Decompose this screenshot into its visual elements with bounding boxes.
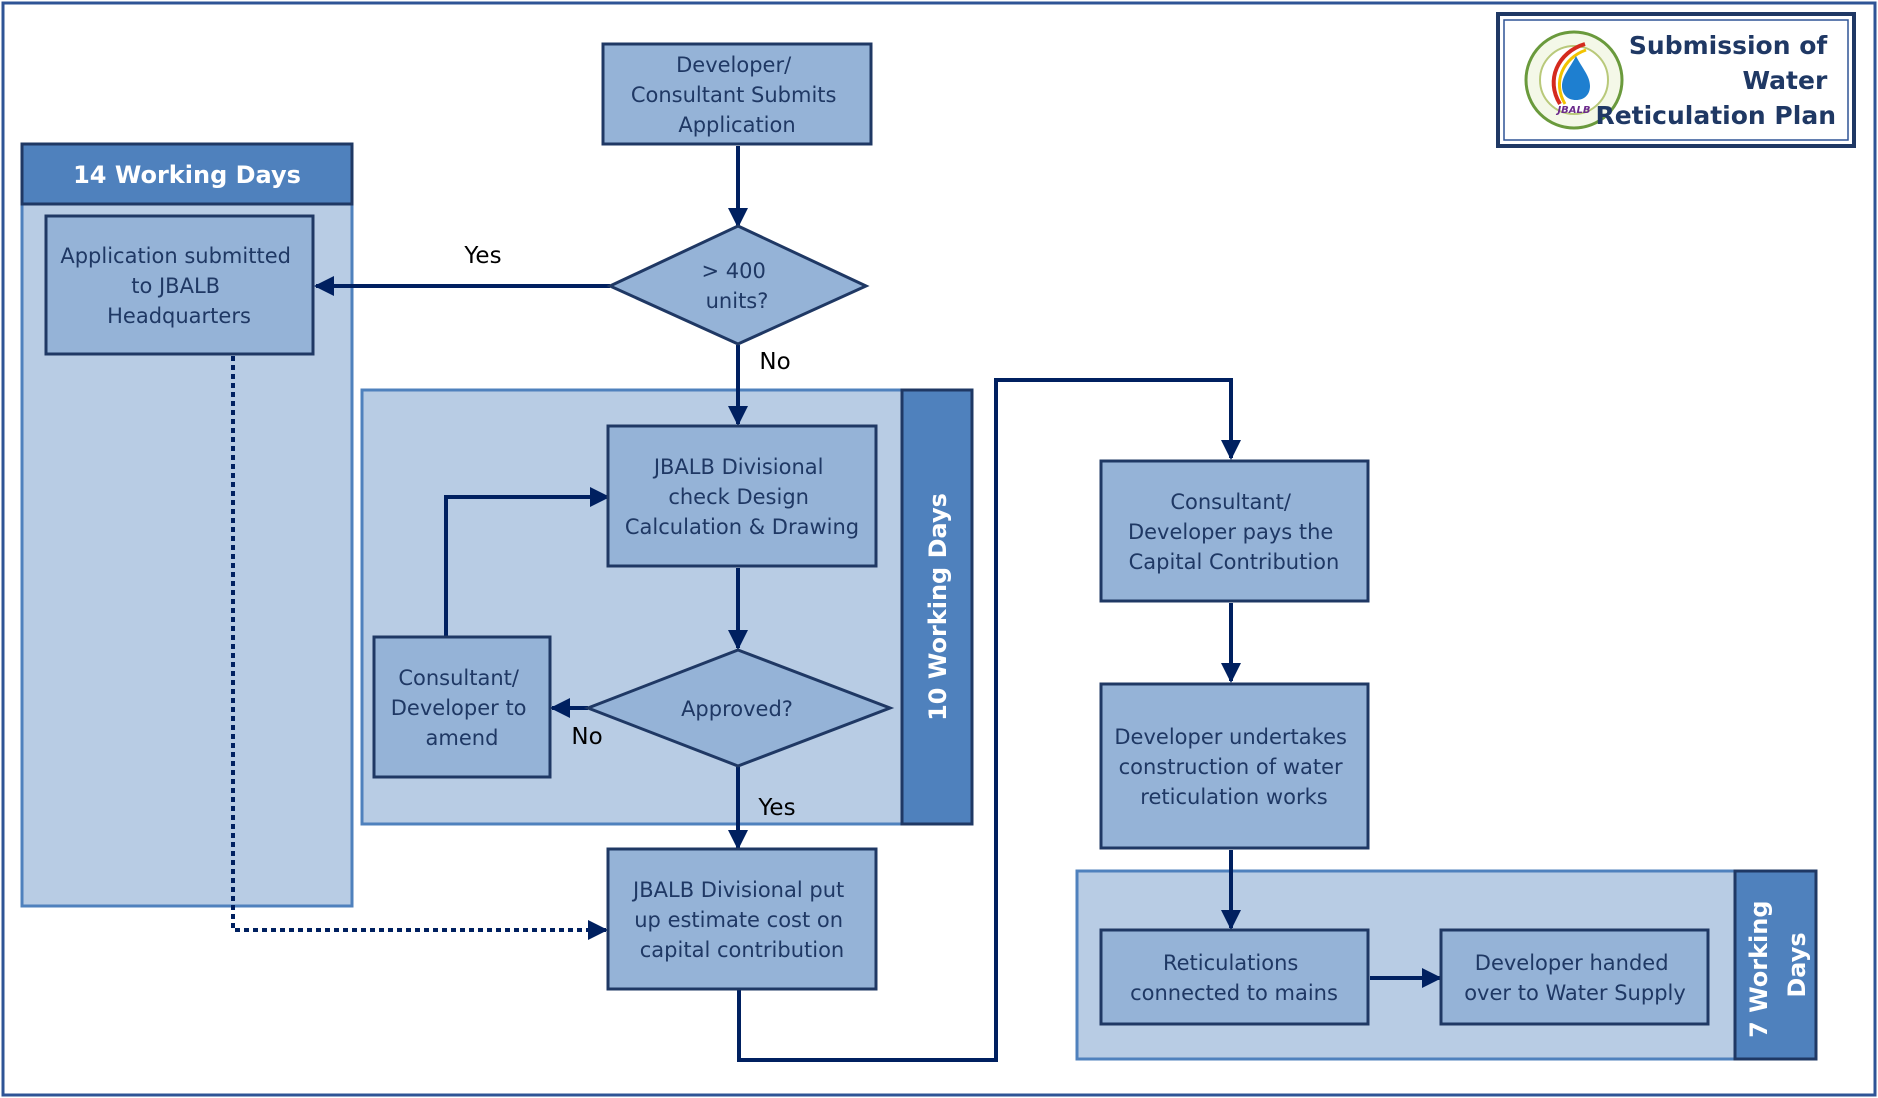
zone-divisional-band: [900, 388, 974, 826]
node-estimate-text: JBALB Divisional put up estimate cost on…: [631, 878, 851, 962]
node-connected-text: Reticulations connected to mains: [1130, 951, 1338, 1005]
node-amend-box: [372, 635, 552, 779]
node-submit-line-2: Consultant Submits: [631, 83, 837, 107]
edge-label-units-no: No: [759, 349, 790, 375]
node-hq-text: Application submitted to JBALB Headquart…: [60, 244, 297, 328]
node-design-line-2: check Design: [668, 485, 809, 509]
edge-amend-to-design: [444, 487, 610, 636]
node-design-box: [606, 424, 878, 568]
edge-label-approved-no: No: [571, 724, 602, 750]
node-design-check: JBALB Divisional check Design Calculatio…: [606, 424, 878, 568]
node-approved-diamond: [583, 648, 895, 768]
node-handover-box: [1439, 928, 1710, 1026]
node-submit-text: Developer/ Consultant Submits Applicatio…: [631, 53, 843, 137]
node-design-text: JBALB Divisional check Design Calculatio…: [625, 455, 859, 539]
page-title-line-1: Submission of: [1629, 31, 1829, 60]
node-estimate-cost: JBALB Divisional put up estimate cost on…: [606, 847, 878, 991]
node-amend-line-1: Consultant/: [398, 666, 520, 690]
jbalb-logo: JBALB: [1524, 30, 1624, 130]
logo-text: JBALB: [1555, 105, 1590, 116]
zone-final-band: [1733, 869, 1818, 1061]
node-amend: Consultant/ Developer to amend: [372, 635, 552, 779]
logo-rainbow-icon: [1551, 42, 1586, 106]
node-estimate-line-3: capital contribution: [640, 938, 844, 962]
node-submit-line-1: Developer/: [676, 53, 792, 77]
node-units-text: > 400 units?: [701, 259, 772, 313]
node-pays-text: Consultant/ Developer pays the Capital C…: [1128, 490, 1340, 574]
zone-hq-band: [20, 142, 354, 206]
node-connected-line-2: connected to mains: [1130, 981, 1338, 1005]
edge-label-units-yes: Yes: [463, 243, 501, 269]
node-pays-line-3: Capital Contribution: [1129, 550, 1340, 574]
node-construction: Developer undertakes construction of wat…: [1099, 682, 1370, 850]
node-hq-box: [44, 214, 315, 356]
node-pays-contribution: Consultant/ Developer pays the Capital C…: [1099, 459, 1370, 603]
zone-final-label: 7 Working Days: [1745, 892, 1811, 1038]
logo-rainbow-yellow-icon: [1558, 48, 1587, 105]
zone-divisional-label: 10 Working Days: [924, 493, 952, 721]
node-estimate-line-1: JBALB Divisional put: [631, 878, 844, 902]
node-handover-line-2: over to Water Supply: [1464, 981, 1686, 1005]
node-pays-line-1: Consultant/: [1170, 490, 1292, 514]
zone-hq-label: 14 Working Days: [73, 161, 301, 189]
node-connected-mains: Reticulations connected to mains: [1099, 928, 1370, 1026]
node-handover-line-1: Developer handed: [1475, 951, 1669, 975]
node-construct-line-1: Developer undertakes: [1114, 725, 1347, 749]
node-approved-decision: Approved?: [583, 648, 895, 768]
node-units-line-1: > 400: [701, 259, 765, 283]
edge-label-approved-yes: Yes: [757, 795, 795, 821]
page-title-line-3: Reticulation Plan: [1595, 101, 1836, 130]
node-design-line-1: JBALB Divisional: [652, 455, 824, 479]
node-hq-submission: Application submitted to JBALB Headquart…: [44, 214, 315, 356]
node-estimate-box: [606, 847, 878, 991]
node-approved-text: Approved?: [681, 697, 793, 721]
logo-water-drop-icon: [1562, 56, 1590, 100]
node-pays-box: [1099, 459, 1370, 603]
node-construct-line-2: construction of water: [1119, 755, 1343, 779]
node-connected-line-1: Reticulations: [1163, 951, 1298, 975]
edge-hq-to-estimate-dotted: [231, 356, 608, 940]
node-submit-box: [601, 42, 873, 146]
node-units-diamond: [606, 224, 870, 346]
connectors: [231, 146, 1442, 1062]
node-estimate-line-2: up estimate cost on: [634, 908, 843, 932]
node-construct-text: Developer undertakes construction of wat…: [1114, 725, 1353, 809]
node-amend-text: Consultant/ Developer to amend: [391, 666, 533, 750]
page-title-line-2: Water: [1742, 66, 1827, 95]
node-handover-text: Developer handed over to Water Supply: [1464, 951, 1686, 1005]
node-units-decision: > 400 units?: [606, 224, 870, 346]
zone-final-label-line-1: 7 Working: [1745, 900, 1773, 1037]
node-hq-line-3: Headquarters: [107, 304, 251, 328]
edge-estimate-to-pays: [737, 378, 1241, 1062]
node-amend-line-2: Developer to: [391, 696, 527, 720]
node-construct-box: [1099, 682, 1370, 850]
node-pays-line-2: Developer pays the: [1128, 520, 1333, 544]
node-handover: Developer handed over to Water Supply: [1439, 928, 1710, 1026]
node-submit-line-3: Application: [678, 113, 795, 137]
node-amend-line-3: amend: [426, 726, 499, 750]
node-hq-line-2: to JBALB: [131, 274, 220, 298]
zone-final-label-line-2: Days: [1783, 932, 1811, 997]
node-submit-application: Developer/ Consultant Submits Applicatio…: [601, 42, 873, 146]
node-connected-box: [1099, 928, 1370, 1026]
page-title: Submission of Water Reticulation Plan: [1595, 31, 1836, 130]
node-design-line-3: Calculation & Drawing: [625, 515, 859, 539]
node-construct-line-3: reticulation works: [1140, 785, 1327, 809]
node-units-line-2: units?: [706, 289, 769, 313]
node-hq-line-1: Application submitted: [60, 244, 291, 268]
